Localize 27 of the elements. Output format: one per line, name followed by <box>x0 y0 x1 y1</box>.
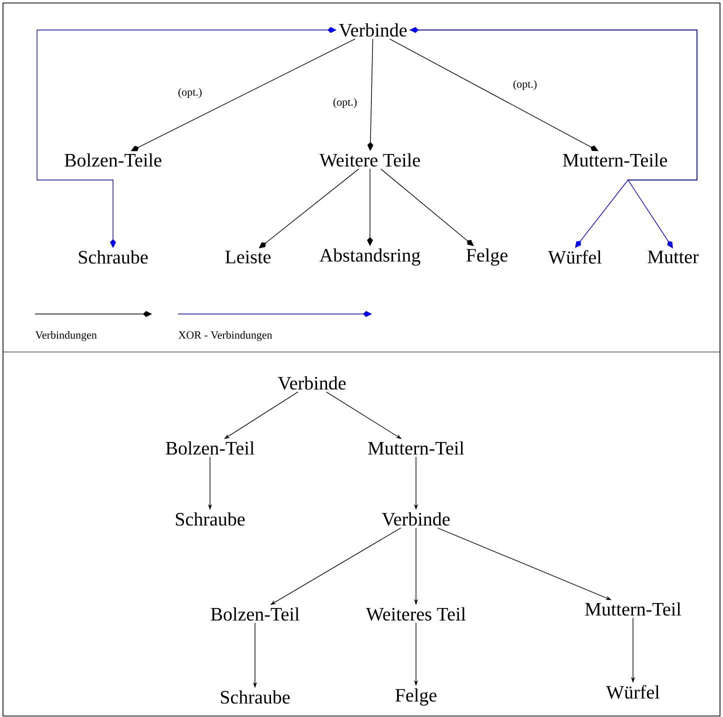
part-label: Schraube <box>176 512 245 526</box>
part-label: Abstandsring <box>320 248 420 266</box>
part-label: Muttern-Teile <box>562 153 667 167</box>
part-label: Felge <box>395 688 436 706</box>
part-label: Würfel <box>606 685 660 699</box>
part-label: Würfel <box>548 250 602 264</box>
legend-text: Verbindungen <box>35 331 97 341</box>
part-label: Muttern-Teil <box>585 602 682 616</box>
legend-text: XOR - Verbindungen <box>178 331 272 341</box>
edge-label: (opt.) <box>512 79 538 91</box>
edge-label: (opt.) <box>332 97 358 109</box>
part-label: Muttern-Teil <box>368 441 464 455</box>
edge-label: (opt.) <box>176 87 204 99</box>
part-label: Bolzen-Teil <box>210 607 300 621</box>
arrow <box>389 38 598 152</box>
part-label: Leiste <box>225 250 271 264</box>
part-label: Verbinde <box>382 512 450 526</box>
part-label: Felge <box>466 248 508 266</box>
part-label: Bolzen-Teile <box>64 153 162 167</box>
part-label: Schraube <box>78 250 148 264</box>
part-label: Verbinde <box>338 23 407 37</box>
part-label: Mutter <box>648 250 699 264</box>
part-label: Bolzen-Teil <box>166 441 254 455</box>
part-label: Schraube <box>220 690 290 704</box>
part-label: Weiteres Teil <box>366 607 466 621</box>
part-label: Verbinde <box>278 376 346 390</box>
part-label: Weitere Teile <box>320 153 420 167</box>
